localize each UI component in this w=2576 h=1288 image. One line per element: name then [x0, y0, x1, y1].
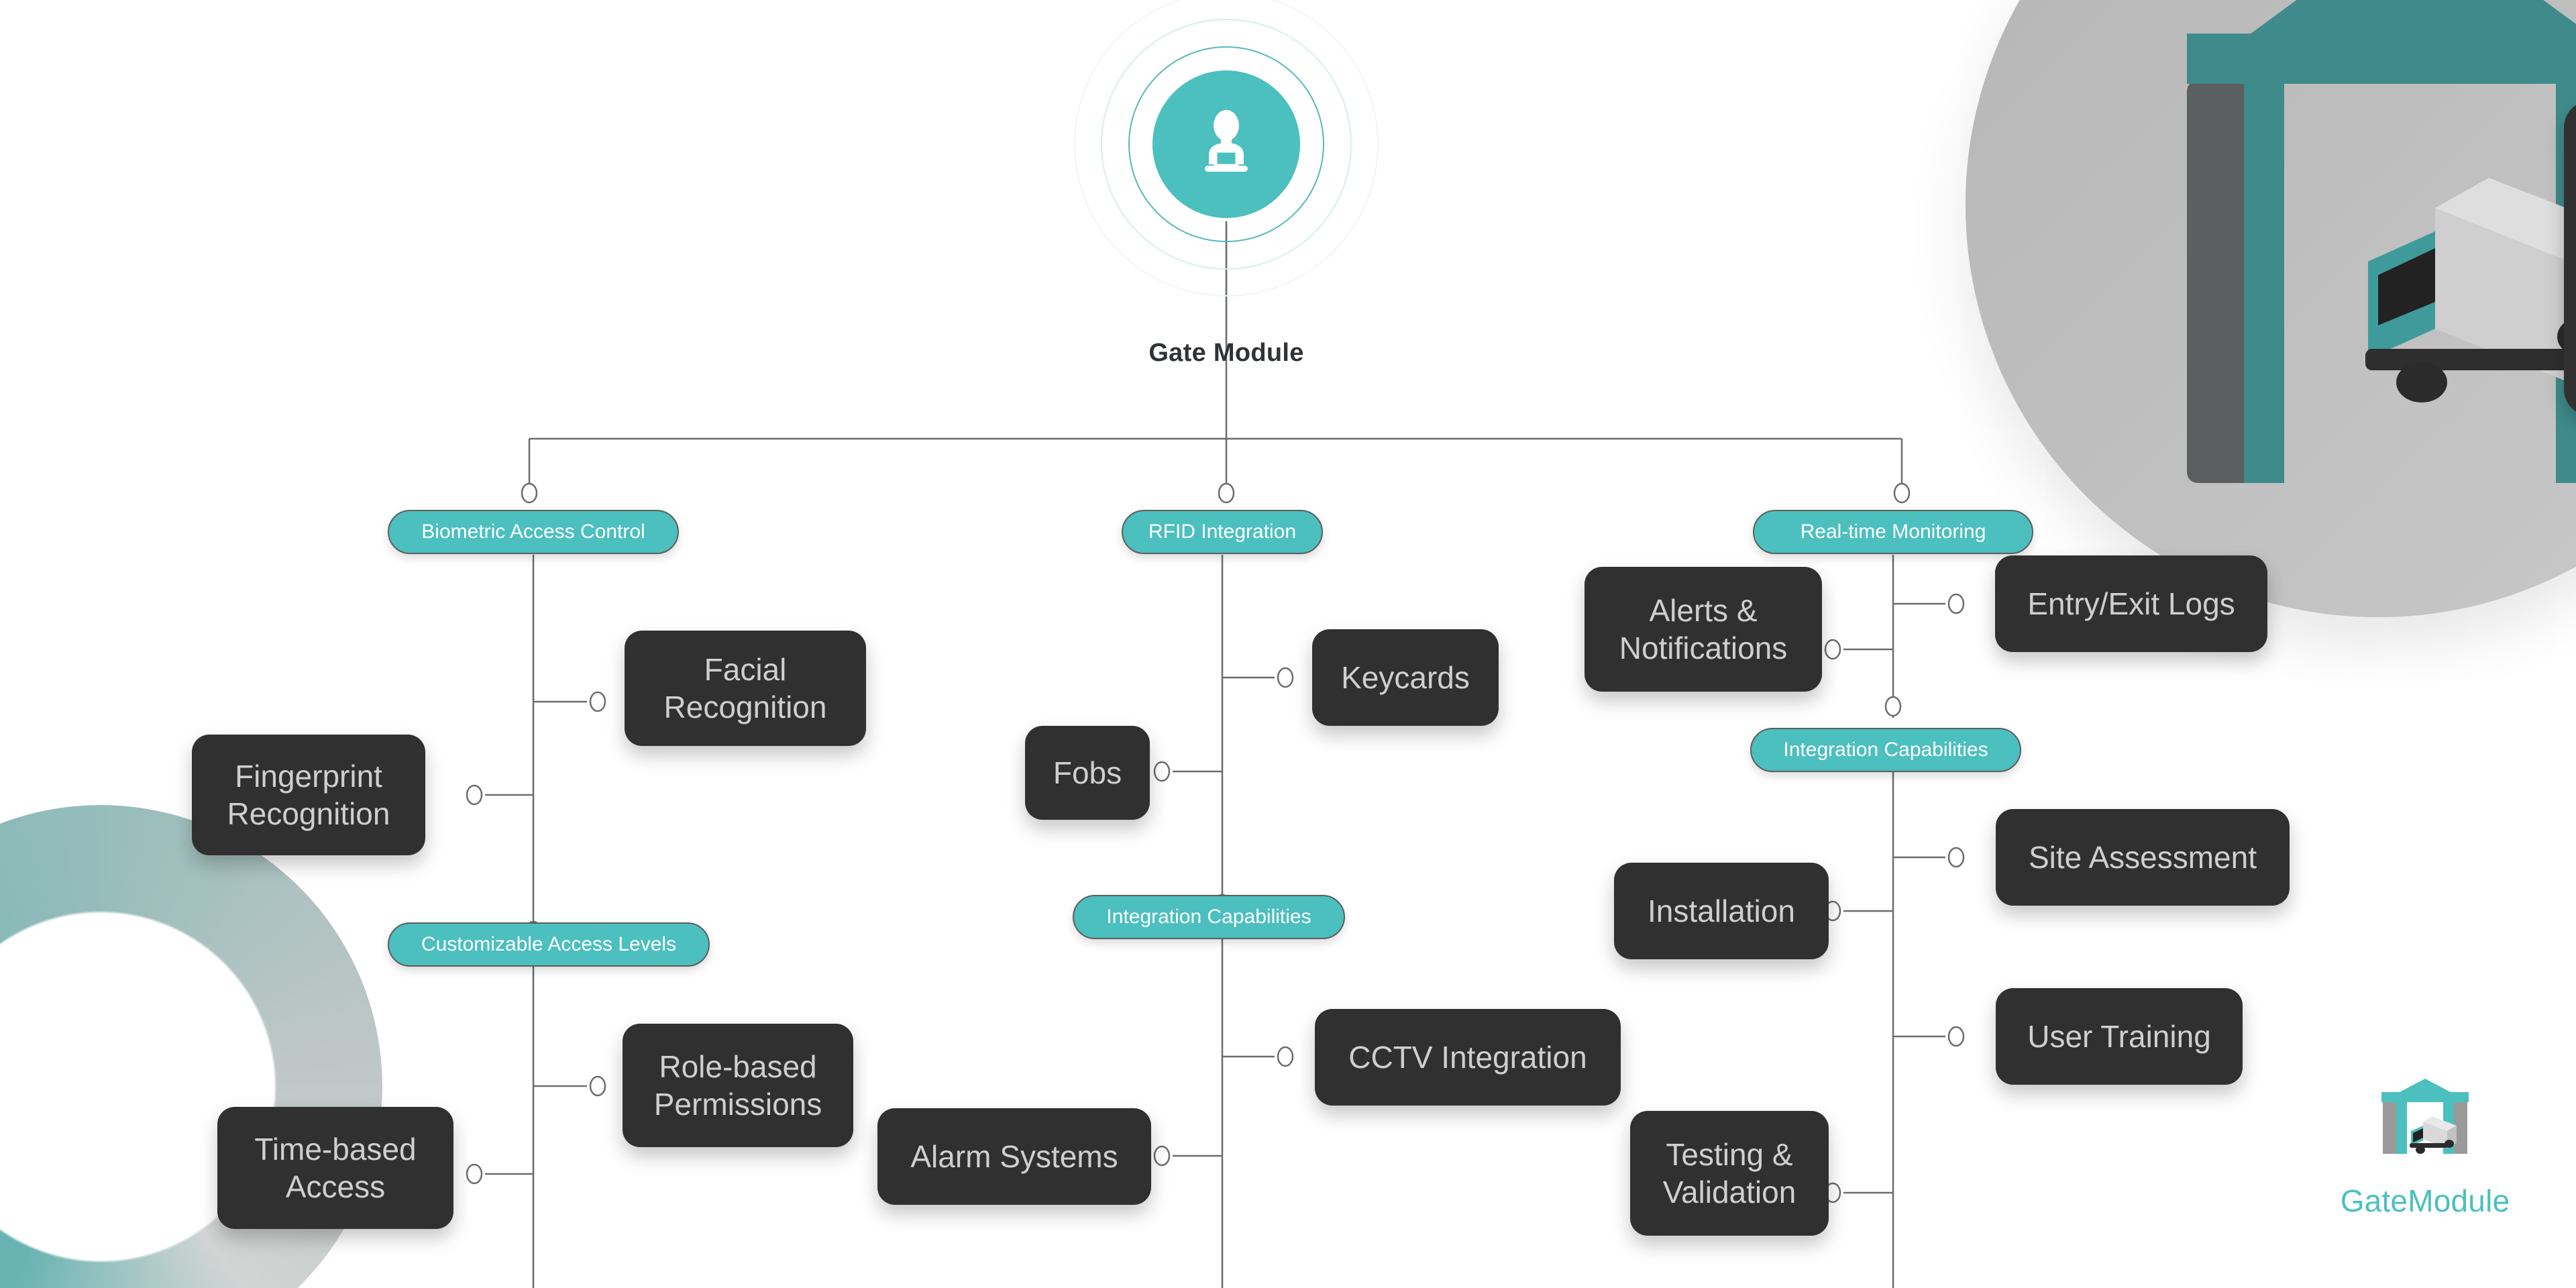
leaf-facial-recognition[interactable]: Facial Recognition	[625, 631, 866, 746]
leaf-site-assessment[interactable]: Site Assessment	[1996, 809, 2290, 906]
page-title: Gate Module	[1148, 339, 1304, 367]
leaf-role-based-permissions[interactable]: Role-based Permissions	[623, 1024, 853, 1147]
leaf-cctv-integration[interactable]: CCTV Integration	[1315, 1009, 1621, 1106]
leaf-user-training[interactable]: User Training	[1996, 988, 2243, 1085]
leaf-fobs[interactable]: Fobs	[1025, 726, 1150, 820]
branch-pill-real-time-monitoring[interactable]: Real-time Monitoring	[1753, 510, 2033, 554]
brand-logo[interactable]: GateModule	[2281, 1073, 2569, 1275]
offscreen-card-edge	[2564, 101, 2576, 416]
branch-pill-biometric[interactable]: Biometric Access Control	[388, 510, 679, 554]
branch-pill-customizable-access-levels[interactable]: Customizable Access Levels	[388, 922, 710, 967]
leaf-testing-validation[interactable]: Testing & Validation	[1630, 1111, 1829, 1236]
brand-name: GateModule	[2340, 1183, 2510, 1218]
person-at-laptop-icon	[1186, 103, 1267, 186]
branch-pill-rfid-integration[interactable]: RFID Integration	[1122, 510, 1323, 554]
leaf-installation[interactable]: Installation	[1614, 863, 1829, 959]
hub-middle-ring	[1101, 19, 1352, 270]
leaf-entry-exit-logs[interactable]: Entry/Exit Logs	[1995, 555, 2267, 652]
leaf-keycards[interactable]: Keycards	[1312, 629, 1499, 726]
hub-core	[1152, 70, 1300, 218]
branch-pill-integration-capabilities-rfid[interactable]: Integration Capabilities	[1073, 895, 1345, 939]
central-hub-node[interactable]	[1074, 0, 1379, 297]
leaf-time-based-access[interactable]: Time-based Access	[217, 1107, 453, 1229]
branch-pill-integration-capabilities-monitoring[interactable]: Integration Capabilities	[1750, 728, 2021, 772]
hub-outer-ring	[1074, 0, 1379, 297]
hub-inner-ring	[1128, 46, 1324, 242]
leaf-alerts-notifications[interactable]: Alerts & Notifications	[1585, 567, 1822, 692]
leaf-fingerprint-recognition[interactable]: Fingerprint Recognition	[192, 735, 425, 855]
leaf-alarm-systems[interactable]: Alarm Systems	[877, 1108, 1151, 1205]
gate-with-truck-logo	[2361, 1079, 2489, 1177]
